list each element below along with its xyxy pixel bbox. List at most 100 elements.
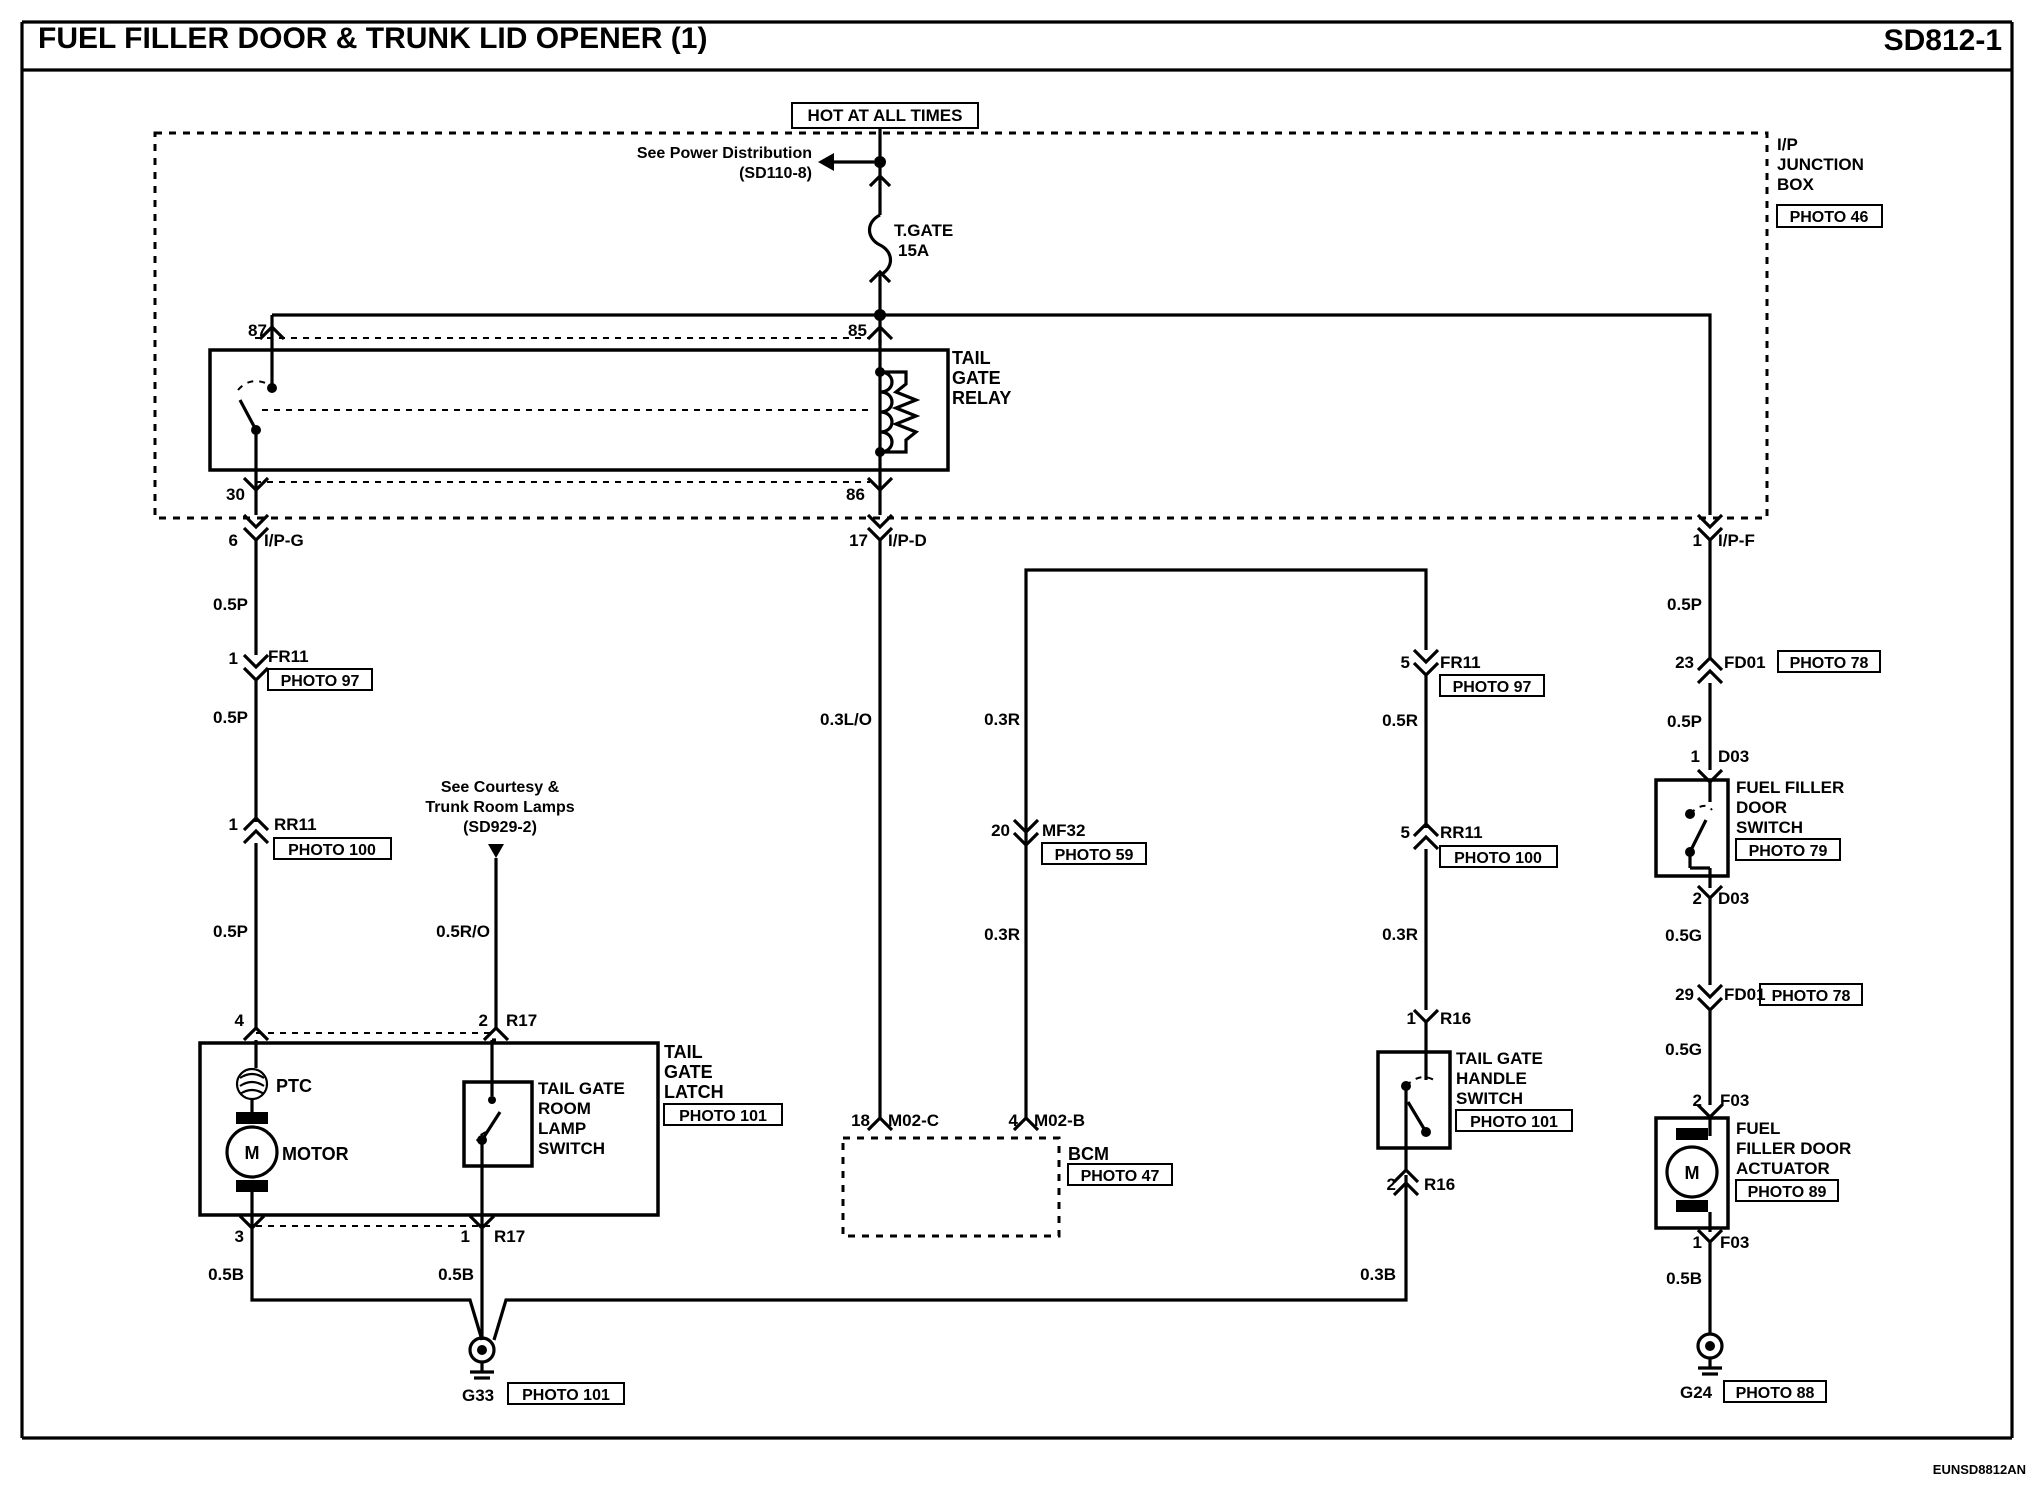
- conn-fd01a: FD01: [1724, 653, 1766, 672]
- conn-m02b-pin: 4: [1009, 1111, 1019, 1130]
- actuator-label-3: ACTUATOR: [1736, 1159, 1830, 1178]
- junction-label-3: BOX: [1777, 175, 1815, 194]
- wire-0.5p-2: 0.5P: [213, 708, 248, 727]
- relay-label-2: GATE: [952, 368, 1001, 388]
- conn-ipf-pin: 1: [1693, 531, 1702, 550]
- relay-pin-87: 87: [248, 321, 267, 340]
- conn-fr11a: FR11: [268, 647, 309, 666]
- conn-fd01b-photo: PHOTO 78: [1772, 988, 1851, 1005]
- conn-d03a: D03: [1718, 747, 1749, 766]
- wire-0.5g-2: 0.5G: [1665, 1040, 1702, 1059]
- wire-0.5p-5: 0.5P: [1667, 712, 1702, 731]
- ptc-label: PTC: [276, 1076, 312, 1096]
- power-source: HOT AT ALL TIMES See Power Distribution …: [637, 102, 979, 345]
- conn-ipd-pin: 17: [849, 531, 868, 550]
- see-power-distribution-ref: (SD110-8): [739, 165, 812, 182]
- conn-mf32: MF32: [1042, 821, 1085, 840]
- wire-0.5r: 0.5R: [1382, 711, 1418, 730]
- wire-0.5b-2: 0.5B: [438, 1265, 474, 1284]
- conn-rr11b: RR11: [1440, 823, 1483, 842]
- conn-fr11b: FR11: [1440, 653, 1481, 672]
- conn-m02c-pin: 18: [851, 1111, 870, 1130]
- conn-r17b: R17: [494, 1227, 525, 1246]
- handle-label-1: TAIL GATE: [1456, 1049, 1543, 1068]
- conn-r17a: R17: [506, 1011, 537, 1030]
- conn-fd01b-pin: 29: [1675, 985, 1694, 1004]
- handle-switch-circuit: 0.3R 20 MF32 PHOTO 59 0.3R 5 FR11 PHOTO …: [984, 568, 1573, 1284]
- courtesy-lamp-circuit: See Courtesy & Trunk Room Lamps (SD929-2…: [425, 779, 574, 1246]
- junction-photo: PHOTO 46: [1790, 209, 1869, 226]
- conn-r16b-pin: 2: [1387, 1175, 1396, 1194]
- conn-ipg: I/P-G: [264, 531, 304, 550]
- fuel-filler-circuit: 1 I/P-F 0.5P 23 FD01 PHOTO 78 0.5P 1 D03…: [1654, 513, 1881, 1403]
- conn-rr11a: RR11: [274, 815, 317, 834]
- room-switch-label-2: ROOM: [538, 1099, 591, 1118]
- wire-0.3r-1: 0.3R: [984, 710, 1020, 729]
- room-switch-label-3: LAMP: [538, 1119, 586, 1138]
- bcm-photo: PHOTO 47: [1081, 1168, 1160, 1185]
- fuel-switch-label-1: FUEL FILLER: [1736, 778, 1844, 797]
- fuel-switch-label-2: DOOR: [1736, 798, 1787, 817]
- handle-photo: PHOTO 101: [1470, 1114, 1558, 1131]
- room-switch-label-4: SWITCH: [538, 1139, 605, 1158]
- conn-m02b: M02-B: [1034, 1111, 1085, 1130]
- wire-0.5p-4: 0.5P: [1667, 595, 1702, 614]
- latch-label-1: TAIL: [664, 1042, 703, 1062]
- actuator-photo: PHOTO 89: [1748, 1184, 1827, 1201]
- latch-label-2: GATE: [664, 1062, 713, 1082]
- conn-r16a: R16: [1440, 1009, 1471, 1028]
- wire-0.5g-1: 0.5G: [1665, 926, 1702, 945]
- handle-label-3: SWITCH: [1456, 1089, 1523, 1108]
- relay-pin-30: 30: [226, 485, 245, 504]
- room-switch-label-1: TAIL GATE: [538, 1079, 625, 1098]
- diagram-title: FUEL FILLER DOOR & TRUNK LID OPENER (1): [38, 22, 707, 55]
- courtesy-ref-3: (SD929-2): [463, 819, 537, 836]
- conn-r16a-pin: 1: [1407, 1009, 1416, 1028]
- relay-pin-86: 86: [846, 485, 865, 504]
- motor-m: M: [245, 1143, 260, 1163]
- bcm-feed-circuit: 17 I/P-D 0.3L/O 18 M02-C: [820, 492, 939, 1132]
- conn-d03b-pin: 2: [1693, 889, 1702, 908]
- conn-ipd: I/P-D: [888, 531, 927, 550]
- handle-label-2: HANDLE: [1456, 1069, 1527, 1088]
- junction-label-2: JUNCTION: [1777, 155, 1864, 174]
- conn-rr11a-pin: 1: [229, 815, 238, 834]
- relay-label-1: TAIL: [952, 348, 991, 368]
- wire-0.5b-1: 0.5B: [208, 1265, 244, 1284]
- bcm: BCM PHOTO 47 4 M02-B: [841, 1111, 1173, 1238]
- conn-fr11a-pin: 1: [229, 649, 238, 668]
- reference-code: EUNSD8812AN: [1933, 1462, 2026, 1477]
- conn-ipf: I/P-F: [1718, 531, 1755, 550]
- conn-f03a: F03: [1720, 1091, 1749, 1110]
- wire-0.5p-3: 0.5P: [213, 922, 248, 941]
- latch-feed-circuit: 6 I/P-G 0.5P 1 FR11 PHOTO 97 0.5P 1 RR11…: [213, 492, 392, 1030]
- ground-g33-photo: PHOTO 101: [522, 1387, 610, 1404]
- wire-0.3l-o: 0.3L/O: [820, 710, 872, 729]
- latch-label-3: LATCH: [664, 1082, 724, 1102]
- actuator-label-1: FUEL: [1736, 1119, 1780, 1138]
- relay-pin-85: 85: [848, 321, 867, 340]
- wire-0.5b-3: 0.5B: [1666, 1269, 1702, 1288]
- fuse-name: T.GATE: [894, 221, 953, 240]
- diagram-code: SD812-1: [1884, 24, 2002, 57]
- wire-0.5r-o: 0.5R/O: [436, 922, 490, 941]
- conn-fr11a-photo: PHOTO 97: [281, 673, 360, 690]
- actuator-m: M: [1685, 1163, 1700, 1183]
- fuel-switch-label-3: SWITCH: [1736, 818, 1803, 837]
- conn-rr11b-pin: 5: [1401, 823, 1410, 842]
- motor-label: MOTOR: [282, 1144, 349, 1164]
- conn-fr11b-photo: PHOTO 97: [1453, 679, 1532, 696]
- conn-fd01b: FD01: [1724, 985, 1766, 1004]
- actuator-label-2: FILLER DOOR: [1736, 1139, 1851, 1158]
- conn-fd01a-photo: PHOTO 78: [1790, 655, 1869, 672]
- ip-junction-box: I/P JUNCTION BOX PHOTO 46: [153, 131, 1883, 520]
- latch-photo: PHOTO 101: [679, 1108, 767, 1125]
- conn-r17b-pin: 1: [461, 1227, 470, 1246]
- conn-rr11a-photo: PHOTO 100: [288, 842, 376, 859]
- see-power-distribution: See Power Distribution: [637, 145, 812, 162]
- ground-g33-label: G33: [462, 1386, 494, 1405]
- ground-g24-photo: PHOTO 88: [1736, 1385, 1815, 1402]
- conn-f03b-pin: 1: [1693, 1233, 1702, 1252]
- conn-f03b: F03: [1720, 1233, 1749, 1252]
